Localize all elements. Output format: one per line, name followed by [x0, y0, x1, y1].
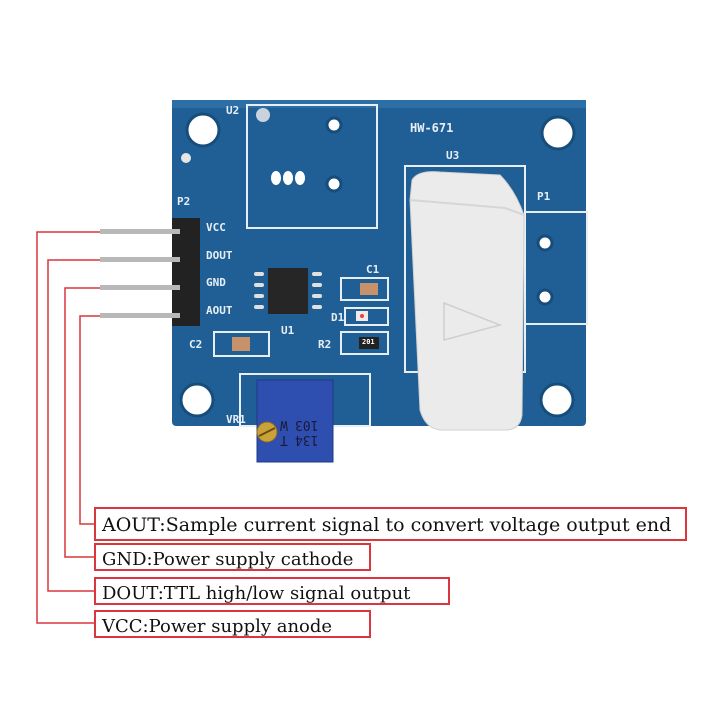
- label-u3: U3: [446, 149, 460, 162]
- pin-label-dout: DOUT: [206, 249, 233, 262]
- label-c2: C2: [189, 338, 203, 351]
- callout-aout: AOUT:Sample current signal to convert vo…: [94, 507, 687, 541]
- callout-gnd: GND:Power supply cathode: [94, 543, 371, 571]
- r2-marking: 201: [362, 338, 375, 346]
- callout-dout: DOUT:TTL high/low signal output: [94, 577, 450, 605]
- pot-letter-t: T: [280, 432, 288, 447]
- label-c1: C1: [366, 263, 380, 276]
- label-u1: U1: [281, 324, 295, 337]
- mounting-hole: [540, 115, 576, 151]
- ic-u1: [268, 268, 308, 314]
- label-vr1: VR1: [226, 413, 246, 426]
- current-sensor: [409, 171, 525, 431]
- label-p1: P1: [537, 190, 551, 203]
- leader-lines: [36, 231, 100, 624]
- label-u2: U2: [226, 104, 240, 117]
- callout-vcc: VCC:Power supply anode: [94, 610, 371, 638]
- pot-marking-103: 103: [295, 417, 319, 432]
- mounting-hole: [179, 382, 215, 418]
- label-d1: D1: [331, 311, 345, 324]
- pin-label-aout: AOUT: [206, 304, 233, 317]
- pin-header: [172, 218, 200, 326]
- pot-letter-w: W: [280, 417, 288, 432]
- pin-label-gnd: GND: [206, 276, 226, 289]
- pin-label-vcc: VCC: [206, 221, 226, 234]
- mounting-hole: [185, 112, 221, 148]
- potentiometer: [256, 379, 334, 463]
- board-model: HW-671: [410, 121, 454, 135]
- label-p2: P2: [177, 195, 191, 208]
- mounting-hole: [539, 382, 575, 418]
- label-r2: R2: [318, 338, 332, 351]
- header-pins: [100, 229, 180, 318]
- pot-marking-134: 134: [295, 432, 319, 447]
